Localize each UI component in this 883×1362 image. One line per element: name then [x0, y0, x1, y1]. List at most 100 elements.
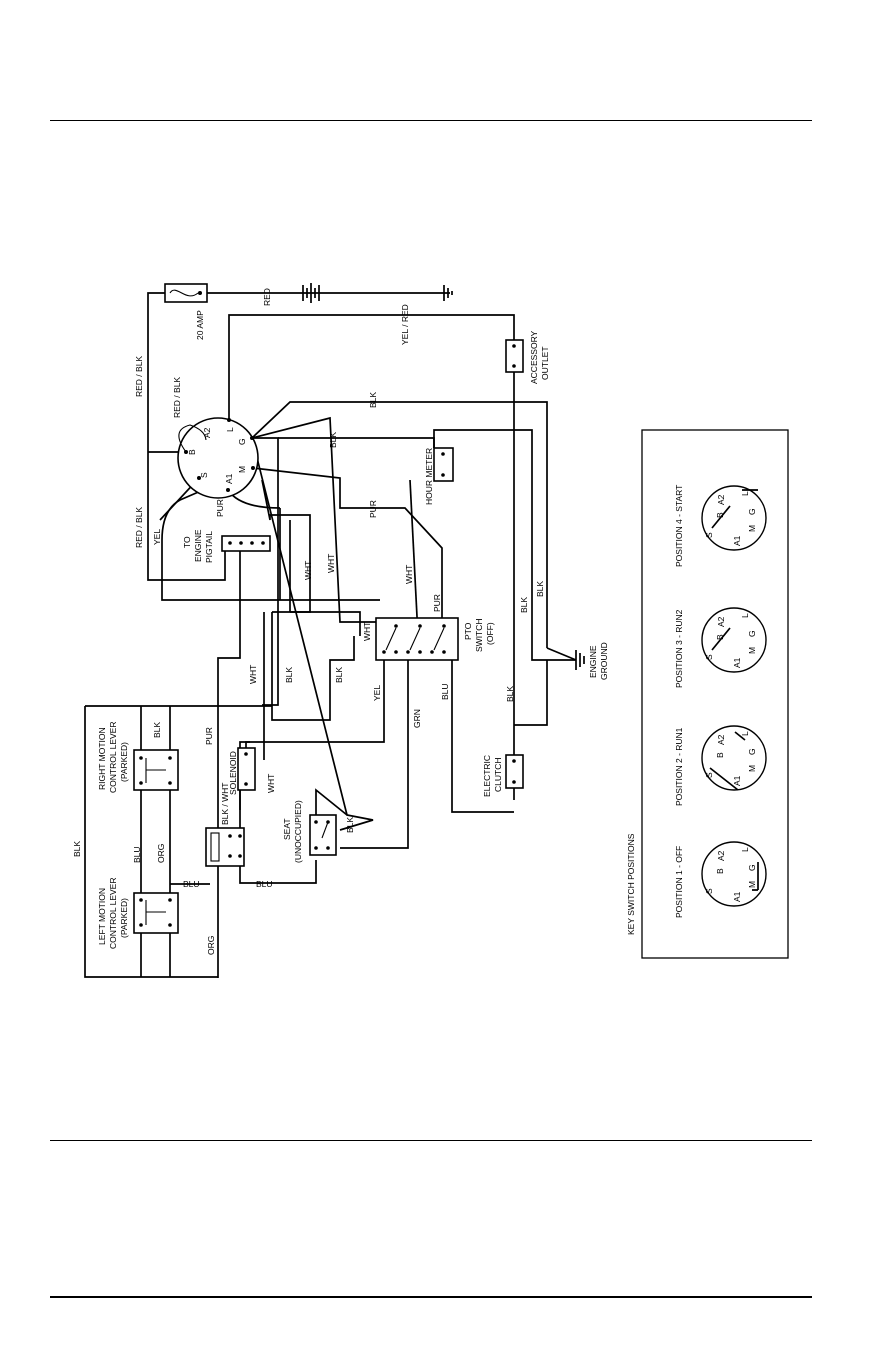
term-b: B: [187, 449, 197, 455]
pigtail-label-3: PIGTAIL: [204, 531, 214, 563]
p2-g: G: [747, 748, 757, 755]
p1-a2: A2: [716, 850, 726, 861]
p2-m: M: [747, 765, 757, 772]
wire-label-yel-2: YEL: [372, 685, 382, 701]
engine-ground-icon: [575, 650, 585, 670]
term-a1: A1: [224, 473, 234, 484]
wire-label-red: RED: [262, 288, 272, 306]
wire-label-wht-4: WHT: [362, 622, 372, 641]
p4-l: L: [740, 491, 750, 496]
wire-label-red-blk-3: RED / BLK: [134, 507, 144, 548]
wire-label-grn: GRN: [412, 709, 422, 728]
wire-label-blu-3: BLU: [183, 879, 200, 889]
p2-l: L: [740, 731, 750, 736]
p3-a2: A2: [716, 616, 726, 627]
p3-s: S: [704, 654, 714, 660]
wire-label-red-blk-2: RED / BLK: [172, 377, 182, 418]
right-lever-label-2: CONTROL LEVER: [108, 722, 118, 793]
term-g: G: [237, 438, 247, 445]
p2-s: S: [704, 772, 714, 778]
engine-pigtail: [221, 535, 271, 552]
position-1-label: POSITION 1 - OFF: [674, 846, 684, 918]
key-switch-positions-title: KEY SWITCH POSITIONS: [626, 833, 636, 935]
p3-l: L: [740, 613, 750, 618]
p3-b: B: [715, 634, 725, 640]
pigtail-label-1: TO: [182, 536, 192, 548]
right-lever-label-1: RIGHT MOTION: [97, 727, 107, 790]
wire-label-blu-4: BLU: [256, 879, 273, 889]
wire-label-org-2: ORG: [206, 936, 216, 955]
wire-label-yel-1: YEL: [152, 529, 162, 545]
wire-label-blk-6: BLK: [334, 667, 344, 683]
engine-ground-label-1: ENGINE: [588, 645, 598, 678]
wire-label-wht-1: WHT: [303, 561, 313, 580]
clutch-label-1: ELECTRIC: [482, 755, 492, 797]
start-relay: [205, 827, 245, 867]
wire-label-blk-1: BLK: [368, 392, 378, 408]
p2-b: B: [715, 752, 725, 758]
wire-label-blu-1: BLU: [440, 683, 450, 700]
wire-label-blk-wht: BLK / WHT: [220, 782, 230, 825]
ground-icon: [443, 285, 453, 301]
pto-switch: [375, 617, 459, 661]
electric-clutch: [505, 754, 524, 789]
p1-b: B: [715, 868, 725, 874]
battery-icon: [302, 283, 320, 303]
engine-ground-label-2: GROUND: [599, 642, 609, 680]
p4-b: B: [715, 512, 725, 518]
wire-label-blk-9: BLK: [345, 817, 355, 833]
wire-label-blk-7: BLK: [505, 686, 515, 702]
term-m: M: [237, 466, 247, 473]
wire-label-wht-5: WHT: [248, 665, 258, 684]
wires: [84, 292, 577, 978]
pto-label-3: (OFF): [485, 622, 495, 645]
footer-rule-bottom: [50, 1296, 812, 1298]
wire-label-pur-2: PUR: [368, 500, 378, 518]
accessory-outlet-label-1: ACCESSORY: [529, 330, 539, 384]
wire-label-blk-2: BLK: [328, 432, 338, 448]
fuse-label: 20 AMP: [195, 310, 205, 340]
solenoid-label: SOLENOID: [228, 751, 238, 795]
wire-label-red-blk-1: RED / BLK: [134, 356, 144, 397]
p1-m: M: [747, 881, 757, 888]
left-lever-label-3: (PARKED): [119, 898, 129, 938]
wire-label-pur-3: PUR: [432, 594, 442, 612]
wire-label-blu-2: BLU: [132, 846, 142, 863]
wire-label-blk-3: BLK: [519, 597, 529, 613]
p4-g: G: [747, 508, 757, 515]
accessory-outlet-label-2: OUTLET: [540, 346, 550, 380]
term-s: S: [199, 472, 209, 478]
hour-meter-label: HOUR METER: [424, 448, 434, 505]
wire-label-wht-3: WHT: [404, 565, 414, 584]
accessory-outlet: [505, 339, 524, 373]
p3-a1: A1: [732, 657, 742, 668]
p2-a1: A1: [732, 775, 742, 786]
p3-g: G: [747, 630, 757, 637]
key-switch: [177, 417, 259, 499]
p1-l: L: [740, 847, 750, 852]
left-lever-label-2: CONTROL LEVER: [108, 878, 118, 949]
p3-m: M: [747, 647, 757, 654]
p4-m: M: [747, 525, 757, 532]
position-2-label: POSITION 2 - RUN1: [674, 727, 684, 806]
footer-rule-top: [50, 1140, 812, 1141]
hour-meter: [433, 447, 454, 482]
wire-label-org-1: ORG: [156, 844, 166, 863]
wire-labels: RED YEL / RED RED / BLK RED / BLK RED / …: [72, 288, 545, 955]
p1-g: G: [747, 864, 757, 871]
key-switch-positions-panel: KEY SWITCH POSITIONS POSITION 4 - START …: [626, 429, 789, 959]
term-a2: A2: [202, 427, 212, 438]
p4-a2: A2: [716, 494, 726, 505]
p1-a1: A1: [732, 891, 742, 902]
clutch-label-2: CLUTCH: [493, 758, 503, 792]
position-3-label: POSITION 3 - RUN2: [674, 609, 684, 688]
pigtail-label-2: ENGINE: [193, 529, 203, 562]
term-l: L: [225, 427, 235, 432]
p2-a2: A2: [716, 734, 726, 745]
wire-label-yel-red: YEL / RED: [400, 304, 410, 345]
pto-label-2: SWITCH: [474, 618, 484, 652]
p4-a1: A1: [732, 535, 742, 546]
right-lever-label-3: (PARKED): [119, 742, 129, 782]
p4-s: S: [704, 532, 714, 538]
